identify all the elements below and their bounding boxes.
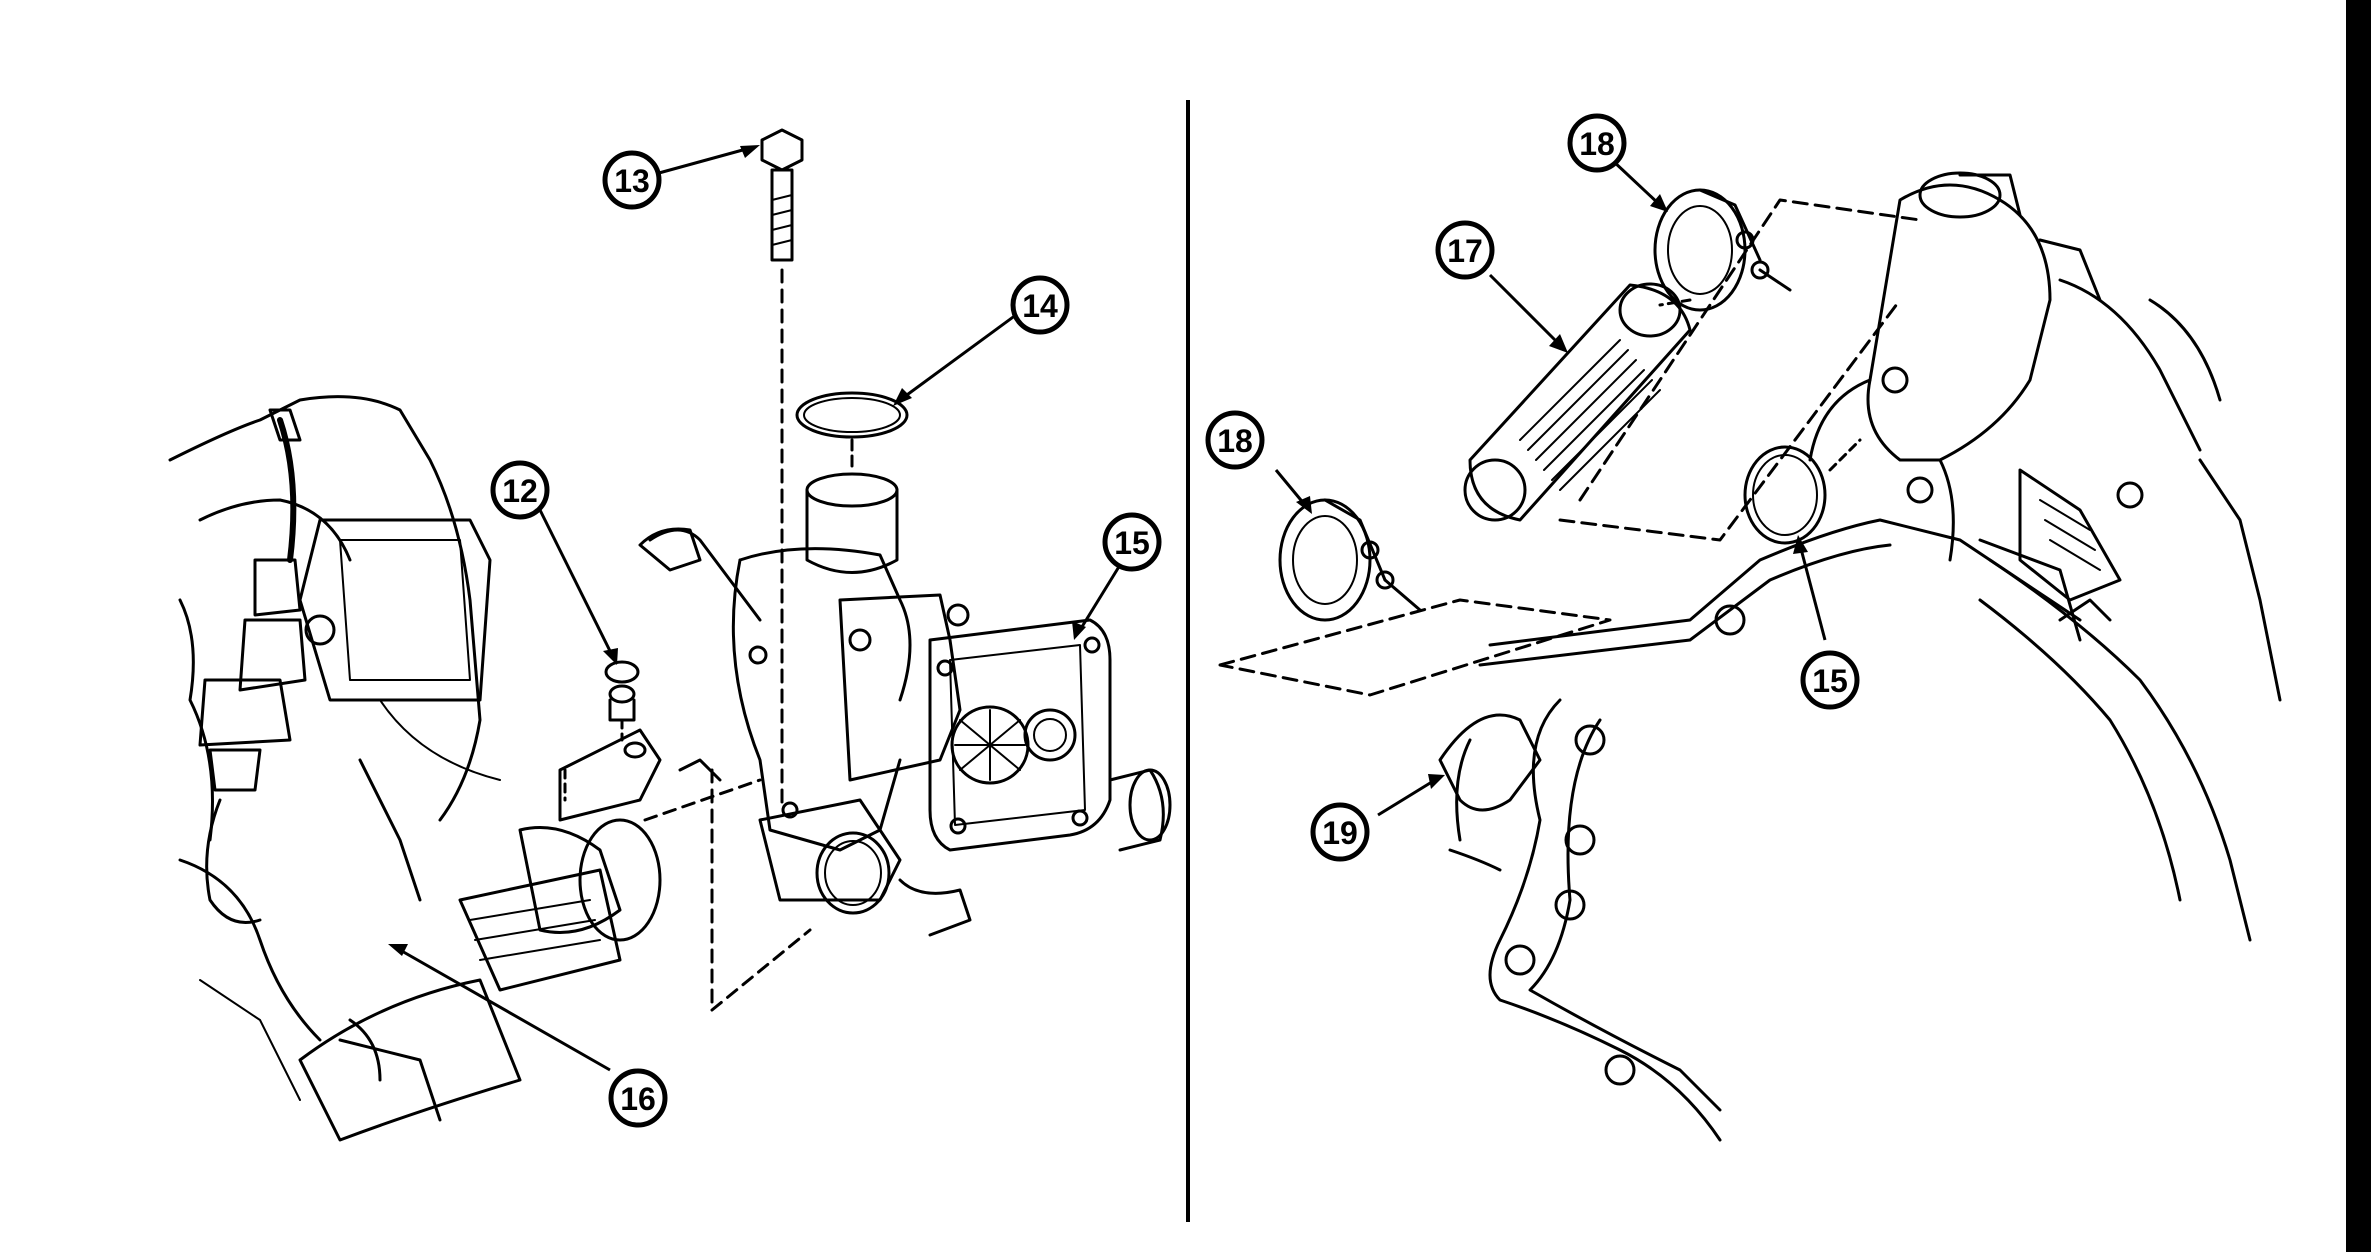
callout-12-label: 12 xyxy=(502,473,538,509)
callout-15-right-label: 15 xyxy=(1812,663,1848,699)
callout-14-label: 14 xyxy=(1022,288,1058,324)
callout-15-right: 15 xyxy=(1800,650,1860,710)
callout-13: 13 xyxy=(602,150,662,210)
callout-17: 17 xyxy=(1435,220,1495,280)
callout-19-label: 19 xyxy=(1322,815,1358,851)
callout-14: 14 xyxy=(1010,275,1070,335)
callout-16-label: 16 xyxy=(620,1081,656,1117)
callout-18-left: 18 xyxy=(1205,410,1265,470)
callout-19: 19 xyxy=(1310,802,1370,862)
callout-12: 12 xyxy=(490,460,550,520)
callout-18-top-label: 18 xyxy=(1579,126,1615,162)
right-panel-illustration xyxy=(1218,171,2282,1142)
callout-16: 16 xyxy=(608,1068,668,1128)
right-arrowheads xyxy=(1296,194,1808,789)
callout-18-top: 18 xyxy=(1567,113,1627,173)
callout-13-label: 13 xyxy=(614,163,650,199)
left-panel-illustration xyxy=(168,128,1172,1142)
callout-15-left: 15 xyxy=(1102,512,1162,572)
callout-15-left-label: 15 xyxy=(1114,525,1150,561)
right-edge-bar xyxy=(2346,0,2371,1252)
left-leaders xyxy=(399,146,1122,1072)
left-arrowheads xyxy=(388,145,1086,956)
callout-17-label: 17 xyxy=(1447,233,1483,269)
right-leaders xyxy=(1274,158,1827,817)
callout-18-left-label: 18 xyxy=(1217,423,1253,459)
